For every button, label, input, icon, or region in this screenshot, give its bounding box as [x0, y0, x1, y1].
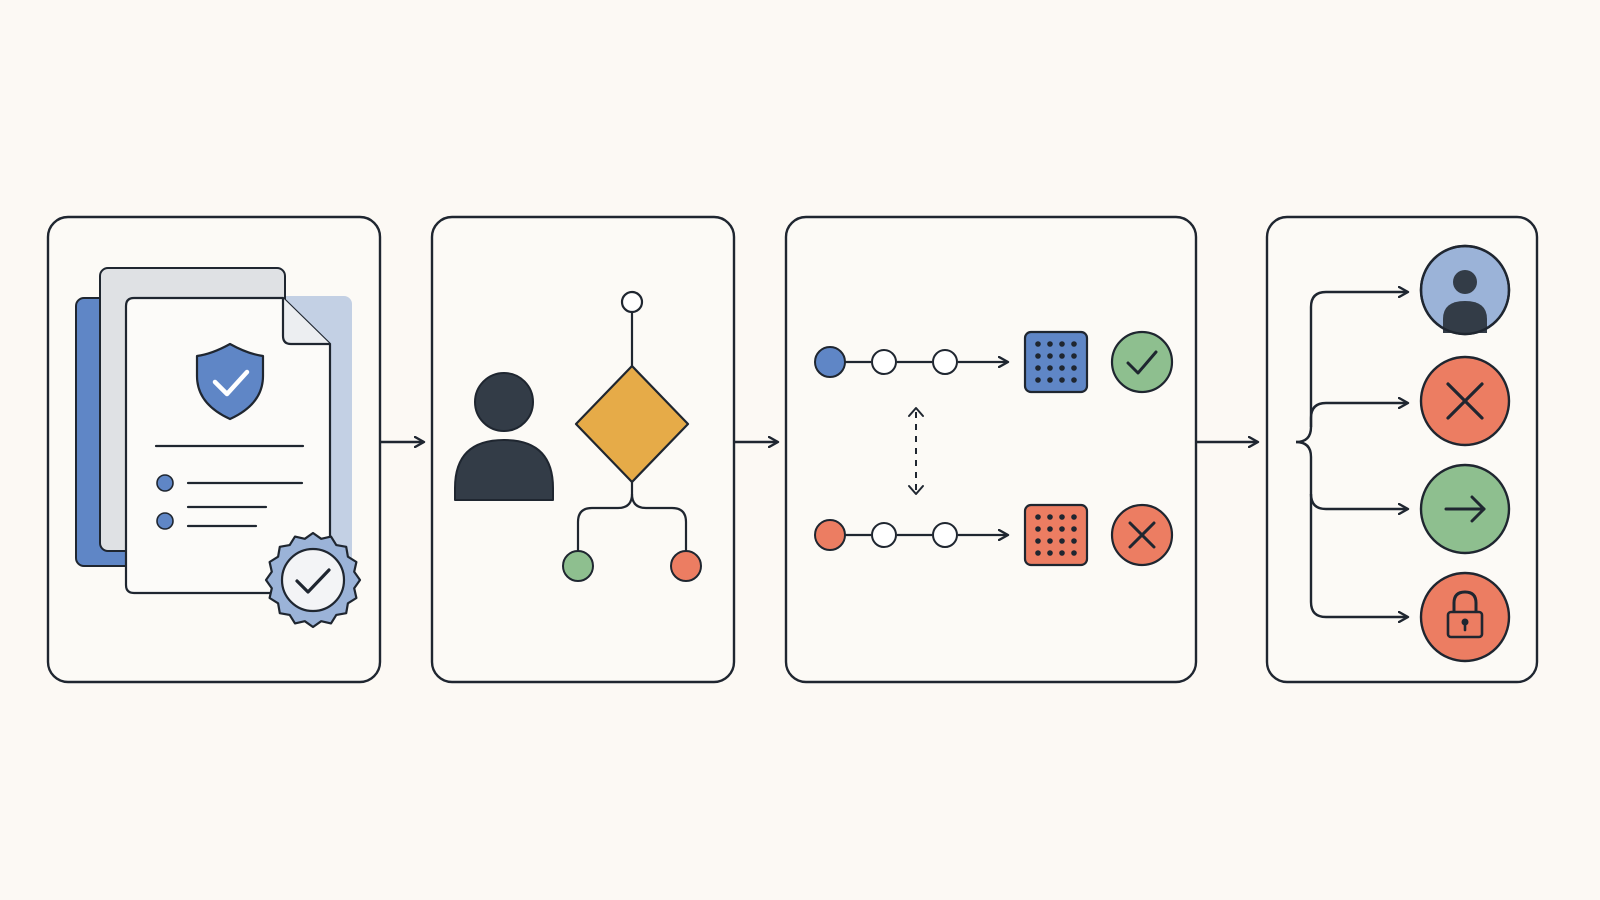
panel-frame: [784, 215, 1198, 684]
grid-dot: [1071, 526, 1077, 532]
grid-dot: [1035, 538, 1041, 544]
check-circle-icon: [1110, 330, 1174, 394]
user-circle-icon: [1419, 244, 1511, 336]
pipeline-blue-icon: [814, 330, 1174, 394]
grid-dot: [1059, 353, 1065, 359]
shield-check-icon: [195, 342, 265, 421]
grid-dot: [1047, 353, 1053, 359]
grid-dot: [1071, 365, 1077, 371]
close-circle-icon: [1419, 355, 1511, 447]
grid-dot: [1071, 514, 1077, 520]
arrow-circle-icon: [1419, 463, 1511, 555]
panel-user-decision: [430, 215, 736, 684]
grid-dot: [1071, 538, 1077, 544]
lock-circle-icon: [1419, 571, 1511, 663]
grid-dot: [1035, 365, 1041, 371]
grid-dot: [1047, 377, 1053, 383]
grid-dot: [1059, 550, 1065, 556]
grid-dot: [1071, 353, 1077, 359]
grid-dot: [1035, 514, 1041, 520]
panel-outcome-routing: [1265, 215, 1539, 684]
grid-dot: [1047, 365, 1053, 371]
grid-dot: [1059, 365, 1065, 371]
swap-arrows-icon: [908, 407, 924, 495]
user-icon: [454, 372, 554, 501]
grid-dot: [1059, 377, 1065, 383]
grid-dot: [1059, 514, 1065, 520]
seal-check-icon: [264, 531, 362, 629]
grid-dot: [1071, 550, 1077, 556]
grid-dot: [1059, 538, 1065, 544]
grid-dot: [1071, 341, 1077, 347]
panel-document-verification: [46, 215, 382, 684]
grid-dot: [1047, 341, 1053, 347]
grid-dot: [1047, 550, 1053, 556]
grid-dot: [1035, 377, 1041, 383]
grid-dot: [1047, 538, 1053, 544]
grid-dot: [1047, 526, 1053, 532]
pipeline-red-icon: [814, 503, 1174, 567]
grid-dot: [1071, 377, 1077, 383]
panel-process-comparison: [784, 215, 1198, 684]
grid-dot: [1035, 341, 1041, 347]
branch-connector: [1295, 292, 1408, 617]
grid-dot: [1035, 550, 1041, 556]
panel-frame: [430, 215, 736, 684]
grid-dot: [1047, 514, 1053, 520]
decision-diamond-icon: [562, 290, 702, 582]
grid-dot: [1035, 526, 1041, 532]
grid-dot: [1059, 526, 1065, 532]
grid-dot: [1059, 341, 1065, 347]
grid-dot: [1035, 353, 1041, 359]
